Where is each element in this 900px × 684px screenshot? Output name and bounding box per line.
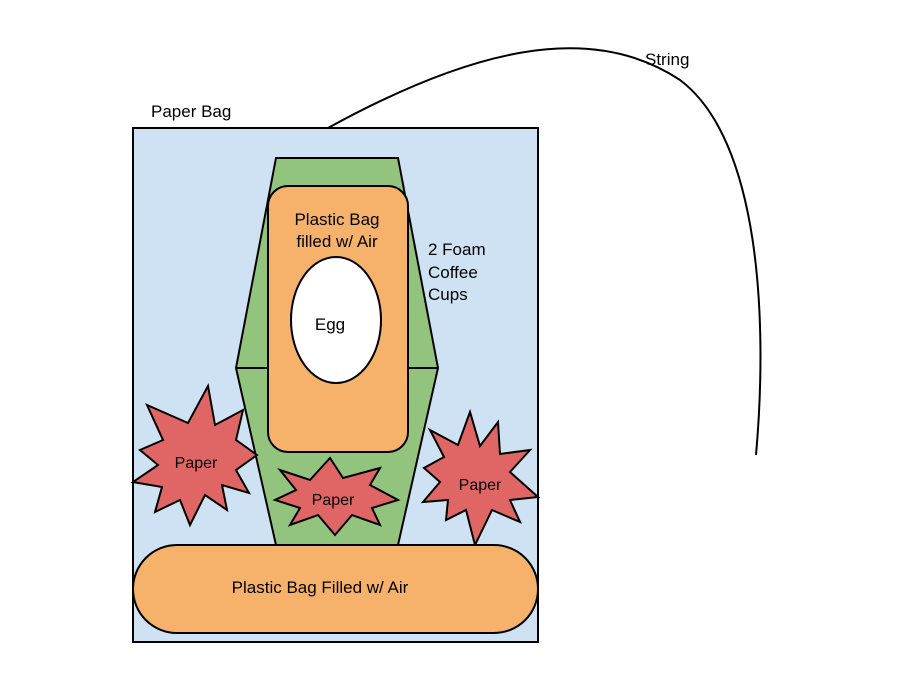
string-label: String (645, 50, 689, 69)
inner-bag-label-line1: Plastic Bag (294, 210, 379, 229)
cups-label-line2: Coffee (428, 263, 478, 282)
string (327, 47, 762, 456)
paper-bag-label: Paper Bag (151, 102, 231, 121)
paper-right-label: Paper (459, 477, 502, 494)
paper-burst-center (272, 456, 401, 537)
paper-center-label: Paper (312, 492, 355, 509)
bottom-bag-label: Plastic Bag Filled w/ Air (232, 578, 409, 597)
paper-burst-left (130, 383, 259, 528)
cups-label-line1: 2 Foam (428, 240, 486, 259)
cups-label-line3: Cups (428, 285, 468, 304)
paper-burst-right (420, 408, 541, 548)
inner-bag-label-line2: filled w/ Air (296, 232, 378, 251)
bottom-plastic-bag (132, 544, 539, 634)
paper-left-label: Paper (175, 455, 218, 472)
egg (290, 256, 382, 384)
egg-label: Egg (315, 315, 345, 334)
